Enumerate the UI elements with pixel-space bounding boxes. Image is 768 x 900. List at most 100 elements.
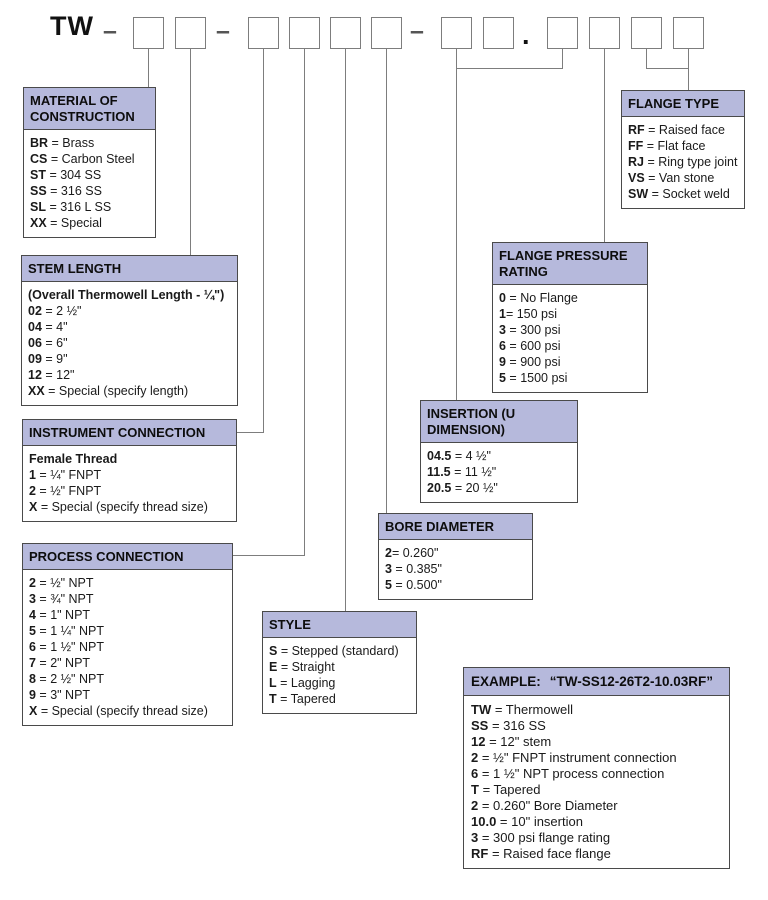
code-row: 11.5 = 11 ½" [427, 465, 497, 479]
code-row: XX = Special (specify length) [28, 384, 189, 398]
code-row: 5 = 0.500" [385, 578, 442, 592]
code-row: RF = Raised face [628, 123, 725, 137]
code-row: SL = 316 L SS [30, 200, 112, 214]
section-items: 04.5 = 4 ½" 11.5 = 11 ½" 20.5 = 20 ½" [421, 443, 577, 502]
example-part-number: “TW-SS12-26T2-10.03RF” [549, 674, 714, 689]
code-row: 5 = 1 ¼" NPT [29, 624, 104, 638]
section-bore-diameter: BORE DIAMETER 2= 0.260" 3 = 0.385" 5 = 0.5… [378, 513, 533, 600]
code-row: T = Tapered [471, 782, 541, 797]
code-row: XX = Special [30, 216, 102, 230]
code-row: L = Lagging [269, 676, 336, 690]
code-row: 3 = 300 psi [499, 323, 561, 337]
code-row: 0 = No Flange [499, 291, 578, 305]
code-row: 8 = 2 ½" NPT [29, 672, 104, 686]
section-items: 2= 0.260" 3 = 0.385" 5 = 0.500" [379, 540, 532, 599]
code-row: 2= 0.260" [385, 546, 439, 560]
example-label: EXAMPLE: [471, 674, 541, 689]
code-row: 6 = 1 ½" NPT [29, 640, 104, 654]
decimal-point: . [522, 20, 530, 50]
section-title: BORE DIAMETER [379, 514, 532, 540]
section-intro: Female Thread [29, 452, 118, 466]
section-title: PROCESS CONNECTION [23, 544, 232, 570]
section-title: STYLE [263, 612, 416, 638]
code-row: 3 = 300 psi flange rating [471, 830, 611, 845]
code-row: 12 = 12" stem [471, 734, 552, 749]
dash-separator-2: – [216, 17, 230, 45]
code-row: E = Straight [269, 660, 335, 674]
code-row: RF = Raised face flange [471, 846, 611, 861]
part-number-prefix: TW [50, 11, 94, 41]
connector-flange-type-v-left [646, 48, 647, 69]
code-row: 6 = 1 ½" NPT process connection [471, 766, 665, 781]
code-row: 3 = ¾" NPT [29, 592, 94, 606]
code-row: 9 = 900 psi [499, 355, 561, 369]
section-items: 0 = No Flange 1= 150 psi 3 = 300 psi 6 = 60… [493, 285, 647, 392]
section-title: FLANGE TYPE [622, 91, 744, 117]
connector-style [345, 48, 346, 611]
code-row: 09 = 9" [28, 352, 68, 366]
code-box-instrument-connection [248, 17, 279, 49]
code-row: 02 = 2 ½" [28, 304, 82, 318]
code-box-process-connection [289, 17, 320, 49]
code-row: 20.5 = 20 ½" [427, 481, 498, 495]
code-row: 6 = 600 psi [499, 339, 561, 353]
code-row: 9 = 3" NPT [29, 688, 91, 702]
connector-flange-pressure [604, 48, 605, 242]
example-title: EXAMPLE: “TW-SS12-26T2-10.03RF” [464, 668, 729, 696]
code-row: BR = Brass [30, 136, 95, 150]
code-box-flange-type-1 [631, 17, 662, 49]
section-intro: (Overall Thermowell Length - ¼") [28, 288, 225, 302]
connector-process-v [304, 48, 305, 555]
code-row: VS = Van stone [628, 171, 715, 185]
section-items: (Overall Thermowell Length - ¼") 02 = 2 … [22, 282, 237, 405]
code-row: 12 = 12" [28, 368, 75, 382]
connector-instrument-v [263, 48, 264, 432]
section-title: MATERIAL OF CONSTRUCTION [24, 88, 155, 130]
code-row: 04 = 4" [28, 320, 68, 334]
dash-separator-3: – [410, 17, 424, 45]
code-row: X = Special (specify thread size) [29, 704, 208, 718]
section-flange-pressure-rating: FLANGE PRESSURE RATING 0 = No Flange 1= 1… [492, 242, 648, 393]
code-box-insertion-2 [483, 17, 514, 49]
code-row: 06 = 6" [28, 336, 68, 350]
code-row: 10.0 = 10" insertion [471, 814, 583, 829]
section-style: STYLE S = Stepped (standard)E = Straight… [262, 611, 417, 714]
code-row: SS = 316 SS [471, 718, 546, 733]
code-row: 2 = ½" FNPT [29, 484, 102, 498]
code-box-material [133, 17, 164, 49]
dash-separator-1: – [103, 17, 117, 45]
code-row: ST = 304 SS [30, 168, 102, 182]
section-stem-length: STEM LENGTH (Overall Thermowell Length -… [21, 255, 238, 406]
connector-flange-type-v-right [688, 48, 689, 90]
code-row: 3 = 0.385" [385, 562, 442, 576]
code-row: 4 = 1" NPT [29, 608, 91, 622]
code-box-flange-pressure-rating [589, 17, 620, 49]
code-row: 04.5 = 4 ½" [427, 449, 491, 463]
code-row: 1= 150 psi [499, 307, 558, 321]
code-box-insertion-3 [547, 17, 578, 49]
example-box: EXAMPLE: “TW-SS12-26T2-10.03RF” TW = Ther… [463, 667, 730, 869]
code-row: TW = Thermowell [471, 702, 573, 717]
connector-process-h [233, 555, 305, 556]
connector-insertion-v-right [562, 48, 563, 69]
connector-flange-type-bracket [646, 68, 689, 69]
code-row: RJ = Ring type joint [628, 155, 738, 169]
section-title: INSERTION (U DIMENSION) [421, 401, 577, 443]
code-box-style [330, 17, 361, 49]
connector-material [148, 48, 149, 87]
section-instrument-connection: INSTRUMENT CONNECTION Female Thread 1 = … [22, 419, 237, 522]
code-row: SS = 316 SS [30, 184, 102, 198]
code-box-stem-length [175, 17, 206, 49]
code-row: 2 = 0.260" Bore Diameter [471, 798, 618, 813]
code-row: X = Special (specify thread size) [29, 500, 208, 514]
code-row: 7 = 2" NPT [29, 656, 91, 670]
section-title: FLANGE PRESSURE RATING [493, 243, 647, 285]
section-insertion: INSERTION (U DIMENSION) 04.5 = 4 ½" 11.5 … [420, 400, 578, 503]
